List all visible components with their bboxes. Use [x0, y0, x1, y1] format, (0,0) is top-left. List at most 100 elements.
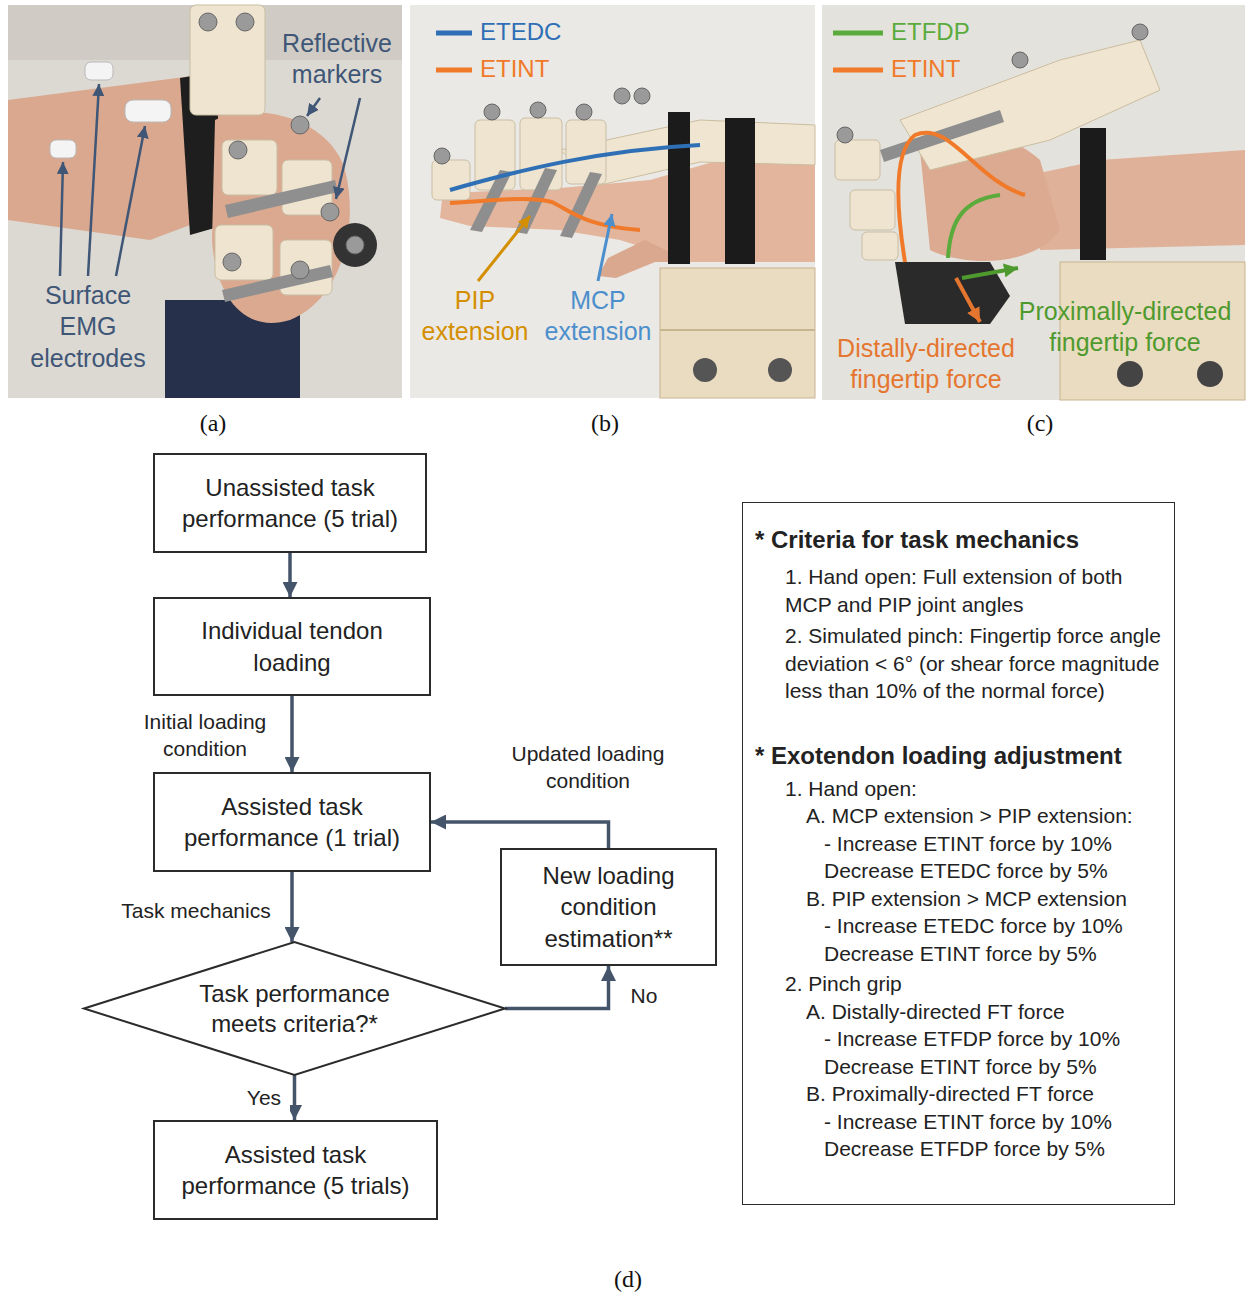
mesh-strap: [560, 172, 602, 238]
photo-background: [410, 5, 815, 398]
reflective-marker: [1117, 361, 1143, 387]
panel-letter: (b): [582, 408, 628, 438]
criteria-line: 1. Hand open:: [785, 775, 1166, 803]
reflective-marker: [614, 88, 630, 104]
callout-label: Distally-directed fingertip force: [826, 333, 1026, 396]
criteria-line: - Increase ETFDP force by 10%: [824, 1025, 1166, 1053]
callout-label: Proximally-directed fingertip force: [1010, 296, 1240, 359]
flow-arrow: [288, 553, 292, 597]
reflective-marker: [1197, 361, 1223, 387]
flow-arrow: [290, 872, 294, 942]
panel-letter: (c): [1017, 408, 1063, 438]
legend-line-swatch: [436, 66, 472, 74]
criteria-line: Decrease ETINT force by 5%: [824, 1053, 1166, 1081]
process-box: Individual tendon loading: [153, 597, 431, 696]
leader-arrow: [598, 214, 612, 281]
leader-arrow: [116, 126, 145, 276]
forearm: [1030, 150, 1245, 250]
reflective-marker: [291, 116, 309, 134]
legend-text: ETINT: [891, 55, 960, 84]
legend-line-swatch: [833, 66, 883, 74]
finger-module: [850, 190, 895, 230]
edge-label: Task mechanics: [106, 897, 286, 924]
hand: [212, 112, 350, 323]
edge-label: Initial loading condition: [128, 708, 282, 763]
legend-text: ETFDP: [891, 18, 970, 47]
emg-electrode: [125, 100, 171, 122]
criteria-line: 2. Simulated pinch: Fingertip force angl…: [785, 622, 1166, 705]
flow-arrow: [293, 1075, 297, 1120]
reflective-marker: [837, 127, 853, 143]
flow-arrow: [431, 822, 609, 848]
emg-electrode: [85, 62, 113, 80]
decision-diamond: Task performance meets criteria?*: [84, 942, 505, 1075]
leader-arrow: [60, 162, 63, 276]
reflective-marker: [530, 102, 546, 118]
finger-module: [862, 232, 898, 260]
reflective-marker: [1132, 24, 1148, 40]
reflective-marker: [199, 13, 217, 31]
leader-arrow: [478, 216, 530, 281]
criteria-panel: * Criteria for task mechanics 1. Hand ope…: [742, 502, 1175, 1205]
reflective-marker: [484, 104, 500, 120]
exotendon-int: [898, 133, 1025, 262]
callout-label: Reflective markers: [272, 28, 402, 91]
leader-arrow: [307, 98, 320, 116]
reflective-marker: [576, 104, 592, 120]
process-box: Assisted task performance (1 trial): [153, 772, 431, 872]
forearm-strap: [725, 118, 755, 264]
legend-line: [436, 31, 472, 36]
criteria-line: - Increase ETEDC force by 10%: [824, 912, 1166, 940]
callout-label: MCP extension: [538, 285, 658, 348]
criteria-line: B. PIP extension > MCP extension: [806, 885, 1166, 913]
edge-label: Updated loading condition: [500, 740, 676, 795]
flow-arrow: [290, 696, 294, 772]
node-text: Assisted task performance (5 trials): [167, 1139, 424, 1201]
process-box: New loading condition estimation**: [500, 848, 717, 966]
wrist-strap: [668, 112, 690, 264]
legend-line: [833, 31, 883, 36]
finger-module: [215, 225, 273, 280]
criteria-line: - Increase ETINT force by 10%: [824, 830, 1166, 858]
panel-heading: * Criteria for task mechanics: [755, 525, 1166, 555]
device-tower: [190, 5, 265, 115]
reflective-marker: [768, 358, 792, 382]
node-text: Assisted task performance (1 trial): [167, 791, 417, 853]
criteria-line: A. Distally-directed FT force: [806, 998, 1166, 1026]
finger-module: [835, 140, 880, 180]
base-block: [660, 268, 815, 398]
panel-heading: * Exotendon loading adjustment: [755, 741, 1166, 771]
node-text: New loading condition estimation**: [514, 860, 703, 954]
criteria-line: 2. Pinch grip: [785, 970, 1166, 998]
reflective-marker: [223, 253, 241, 271]
diamond-shape: [84, 942, 505, 1075]
node-text: Task performance meets criteria?*: [187, 979, 402, 1039]
leader-arrow: [336, 98, 360, 199]
reflective-marker: [693, 358, 717, 382]
reflective-marker: [291, 261, 309, 279]
criteria-line: Decrease ETFDP force by 5%: [824, 1135, 1166, 1163]
mesh-strap: [222, 265, 333, 302]
node-text: Individual tendon loading: [167, 615, 417, 677]
criteria-line: B. Proximally-directed FT force: [806, 1080, 1166, 1108]
photo-background: [8, 5, 402, 398]
exotendon-fdp: [948, 195, 1000, 258]
reflective-marker: [1012, 52, 1028, 68]
block-seam: [660, 329, 815, 331]
reflective-marker: [634, 88, 650, 104]
finger-module: [222, 140, 277, 195]
wrist-strap: [1080, 128, 1106, 260]
force-arrow: [962, 268, 1018, 278]
legend-text: ETINT: [480, 55, 549, 84]
callout-label: Surface EMG electrodes: [22, 280, 154, 374]
edge-label: Yes: [238, 1084, 290, 1111]
legend-line: [833, 68, 883, 73]
leader-arrow: [88, 84, 99, 276]
legend-line: [436, 68, 472, 73]
legend-line-swatch: [436, 29, 472, 37]
criteria-line: Decrease ETINT force by 5%: [824, 940, 1166, 968]
exotendon-edc: [450, 145, 700, 190]
criteria-line: A. MCP extension > PIP extension:: [806, 802, 1166, 830]
finger-module: [432, 160, 470, 200]
panel-letter: (a): [190, 408, 236, 438]
